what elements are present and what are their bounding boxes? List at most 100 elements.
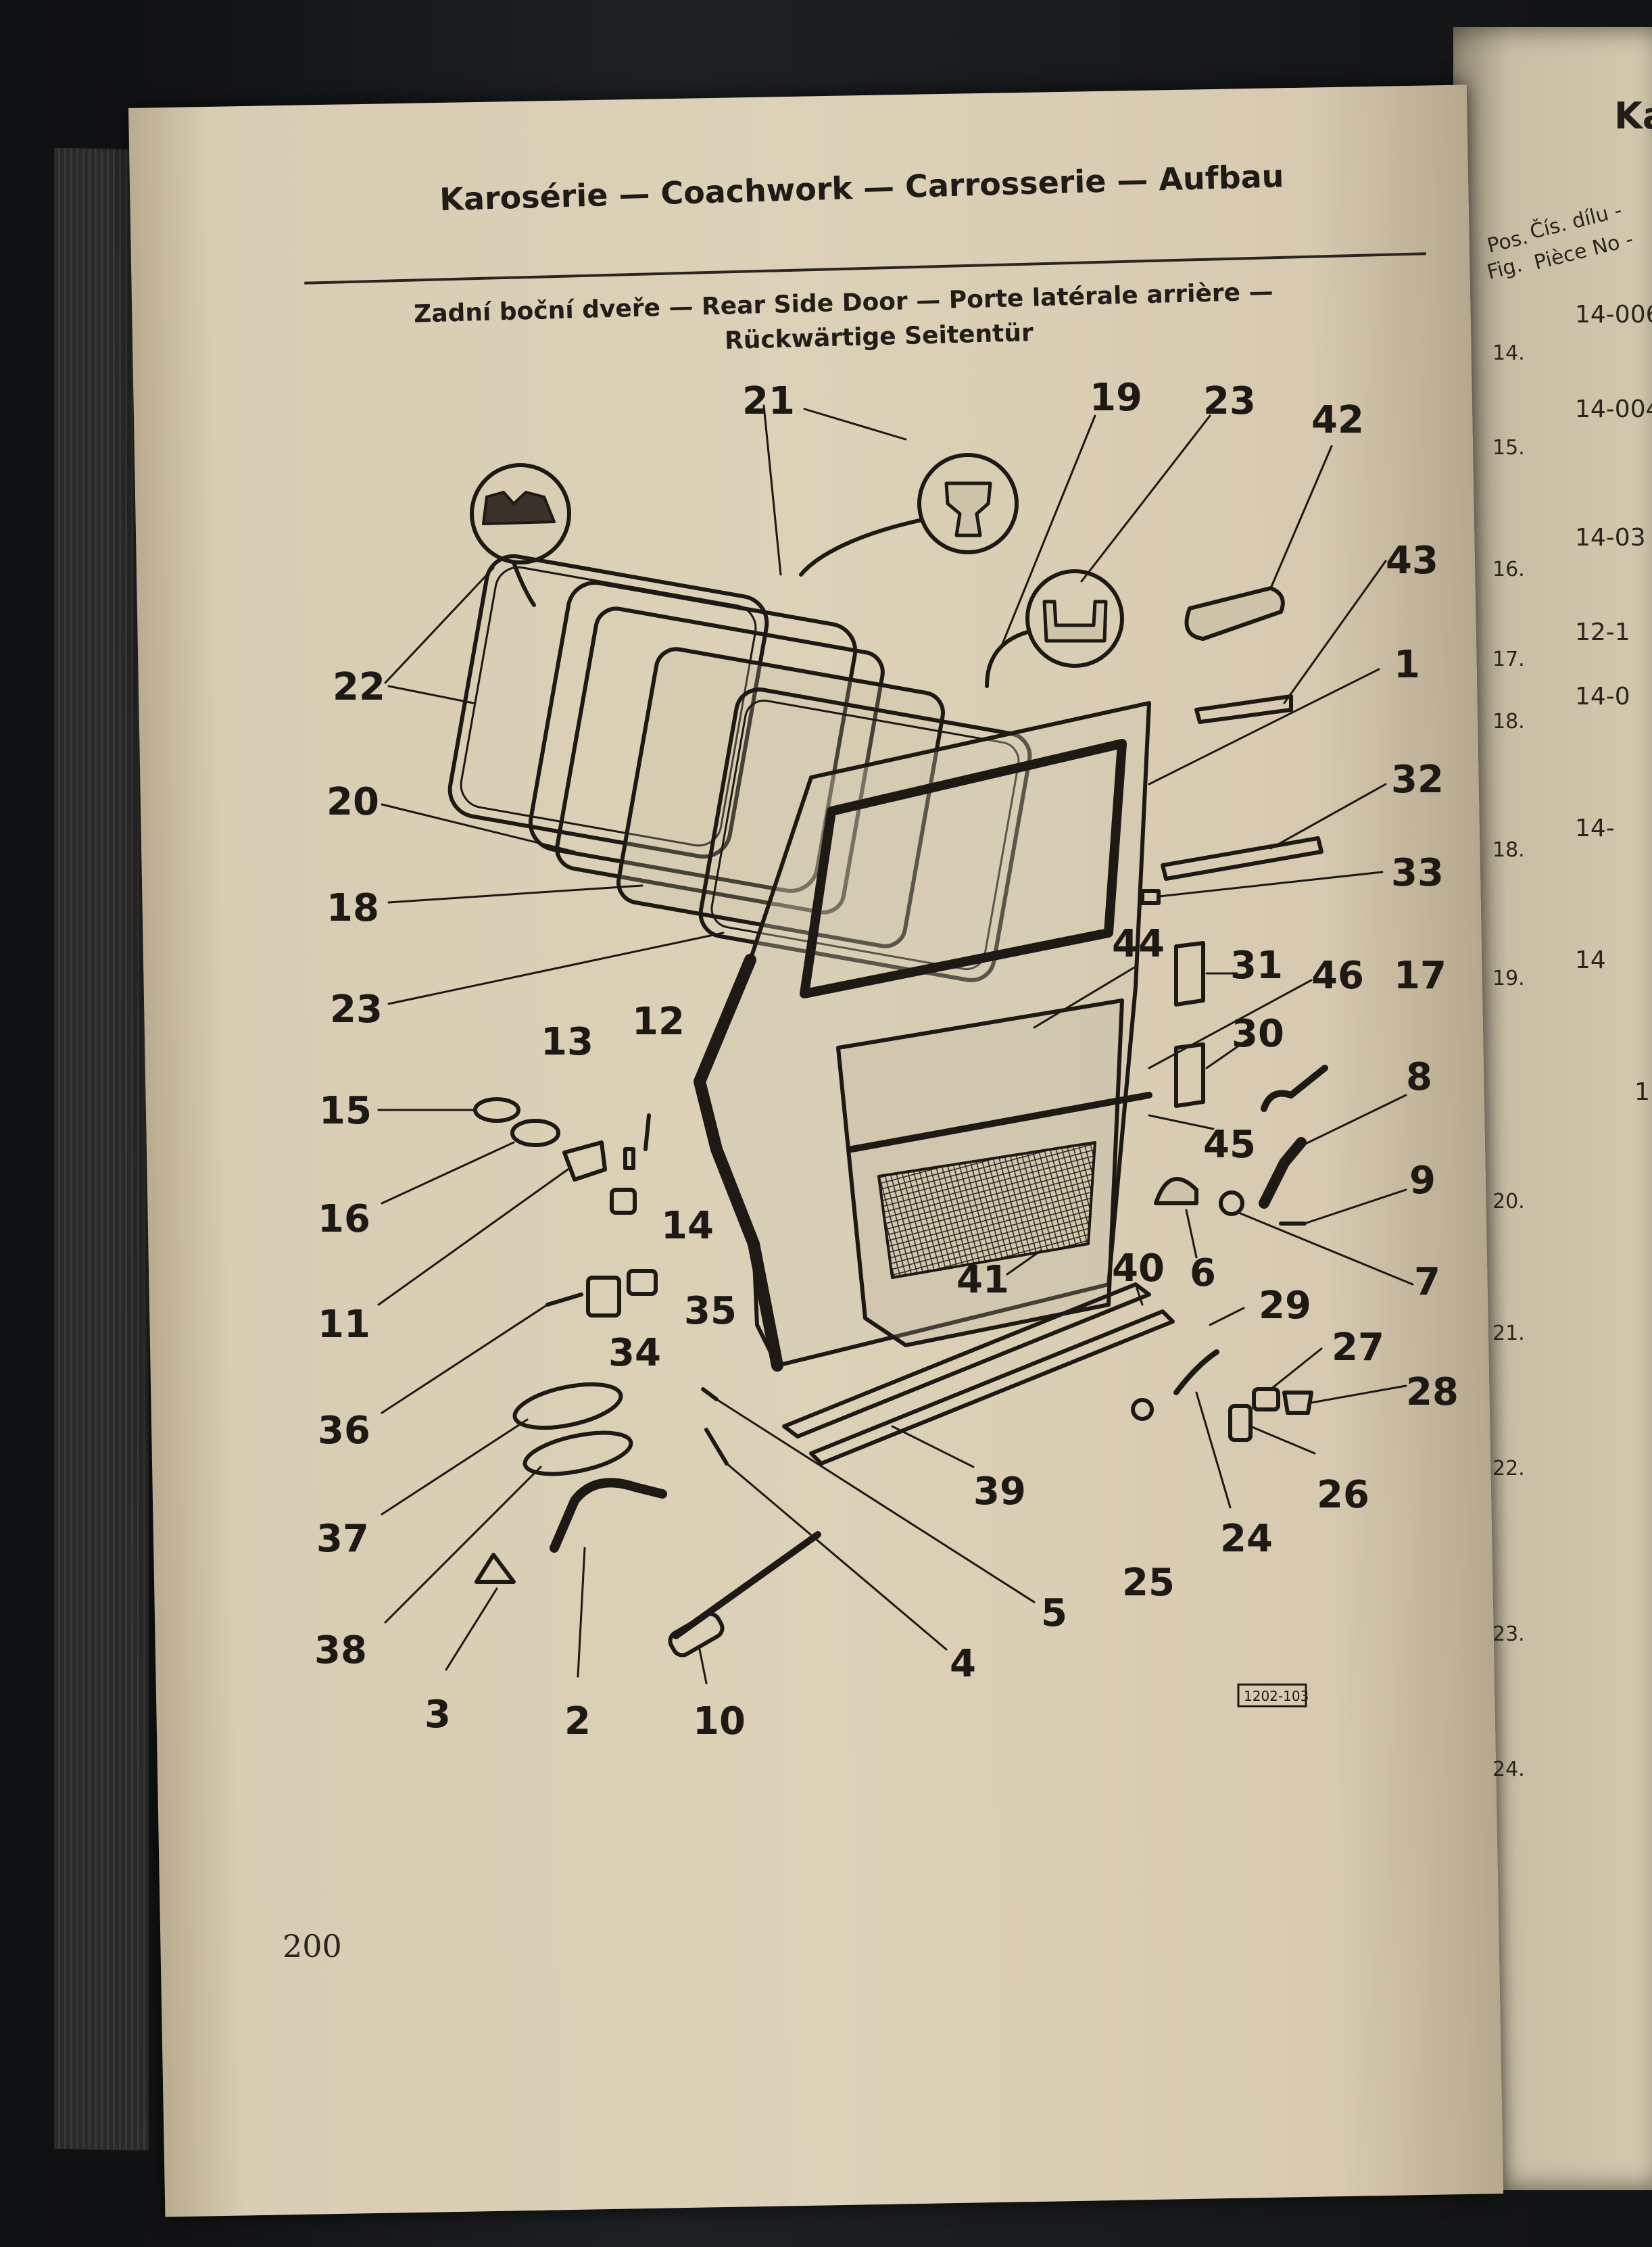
window-frame-21: [528, 581, 858, 893]
leader-11: [377, 1168, 569, 1306]
leader-22b: [384, 566, 495, 684]
window-glass-18: [616, 647, 945, 948]
right-row-pos: 24.: [1492, 1758, 1525, 1781]
leader-3: [445, 1587, 498, 1671]
leader-23a: [1080, 414, 1211, 583]
screw-5: [701, 1387, 719, 1401]
leader-37: [381, 1418, 529, 1516]
strip-32: [1161, 836, 1323, 881]
leader-7: [1239, 1212, 1414, 1286]
leader-8: [1293, 1094, 1407, 1151]
clip-33: [1140, 889, 1161, 905]
callout-13: 13: [541, 1020, 593, 1064]
drawing-code: 1202-103: [1244, 1688, 1309, 1704]
callout-34: 34: [608, 1331, 661, 1375]
callout-19: 19: [1090, 376, 1142, 420]
callout-29: 29: [1259, 1284, 1311, 1328]
seal-profile-detail-23: [1025, 569, 1124, 668]
callout-11: 11: [318, 1303, 370, 1347]
door-handle-2: [550, 1478, 667, 1553]
callout-21: 21: [742, 379, 795, 423]
page-number: 200: [283, 1928, 342, 1964]
pin-36: [545, 1292, 583, 1307]
callout-28: 28: [1406, 1370, 1459, 1414]
plate-15: [473, 1097, 520, 1123]
right-page-header-fragment: Ka: [1614, 95, 1652, 137]
right-row-pos: 14.: [1492, 341, 1525, 365]
callout-30: 30: [1232, 1012, 1284, 1056]
callout-35: 35: [684, 1289, 737, 1333]
callout-22: 22: [333, 665, 385, 709]
screw-4: [704, 1428, 729, 1466]
window-frame-23-inner: [710, 699, 1020, 971]
leader-28: [1310, 1384, 1407, 1404]
right-row-pos: 23.: [1492, 1622, 1525, 1646]
plate-3: [475, 1553, 516, 1584]
callout-23-left: 23: [330, 988, 383, 1032]
leader-18: [387, 884, 643, 904]
callout-27: 27: [1332, 1326, 1384, 1370]
leader-5: [715, 1398, 1036, 1603]
weather-strip-42: [1184, 586, 1285, 641]
sill-strip-39b: [809, 1309, 1175, 1466]
seal-profile-shape-22: [482, 491, 556, 525]
right-row-part: 14-: [1575, 815, 1615, 842]
leader-4: [725, 1462, 948, 1651]
strip-43: [1194, 694, 1293, 724]
callout-41: 41: [956, 1258, 1009, 1302]
callout-8: 8: [1406, 1055, 1432, 1099]
callout-6: 6: [1190, 1251, 1216, 1295]
handle-17: [1261, 1065, 1328, 1112]
callout-5: 5: [1041, 1591, 1067, 1635]
leader-43: [1283, 560, 1387, 704]
callout-3: 3: [424, 1693, 451, 1737]
escutcheon-6: [1154, 1177, 1198, 1205]
detail-arrow-21: [799, 518, 921, 577]
leader-29: [1209, 1307, 1245, 1326]
pin-13: [623, 1147, 635, 1170]
right-row-part: 1: [1634, 1078, 1650, 1106]
armrest-45: [848, 1092, 1152, 1153]
rosette-7: [1219, 1190, 1244, 1216]
callout-12: 12: [632, 1000, 685, 1044]
leader-36: [381, 1303, 549, 1414]
grip-10: [668, 1612, 725, 1658]
leader-26: [1249, 1425, 1316, 1455]
leader-21b: [803, 408, 907, 441]
right-row-pos: 19.: [1492, 967, 1525, 990]
screw-12: [643, 1113, 651, 1151]
callout-43: 43: [1386, 539, 1438, 583]
callout-42: 42: [1311, 398, 1364, 442]
block-35: [627, 1269, 658, 1296]
window-frame-23: [698, 687, 1032, 983]
callout-38: 38: [314, 1628, 367, 1672]
seal-profile-shape-21: [944, 481, 992, 537]
bracket-30: [1174, 1042, 1205, 1108]
callout-32: 32: [1391, 758, 1444, 802]
callout-10: 10: [693, 1699, 746, 1743]
callout-9: 9: [1409, 1159, 1436, 1203]
gasket-38: [523, 1430, 633, 1476]
callout-44: 44: [1112, 922, 1165, 966]
leader-10: [698, 1648, 708, 1685]
leader-16: [381, 1141, 515, 1205]
block-27: [1252, 1387, 1280, 1411]
right-row-part: 12-1: [1575, 619, 1630, 646]
callout-2: 2: [564, 1699, 591, 1743]
washer-25: [1131, 1398, 1154, 1421]
callout-4: 4: [950, 1642, 976, 1686]
right-row-pos: 22.: [1492, 1457, 1525, 1480]
leader-21a: [762, 404, 782, 576]
window-seal-22: [447, 554, 769, 859]
hinge-34: [586, 1276, 621, 1318]
window-winder-8: [1259, 1137, 1307, 1209]
leader-46: [1148, 979, 1313, 1069]
right-row-part: 14-006: [1575, 301, 1652, 329]
bracket-31: [1174, 941, 1205, 1007]
callout-20: 20: [326, 780, 379, 824]
callout-36: 36: [318, 1409, 370, 1453]
right-row-pos: 20.: [1492, 1190, 1525, 1213]
callout-45: 45: [1203, 1123, 1256, 1167]
